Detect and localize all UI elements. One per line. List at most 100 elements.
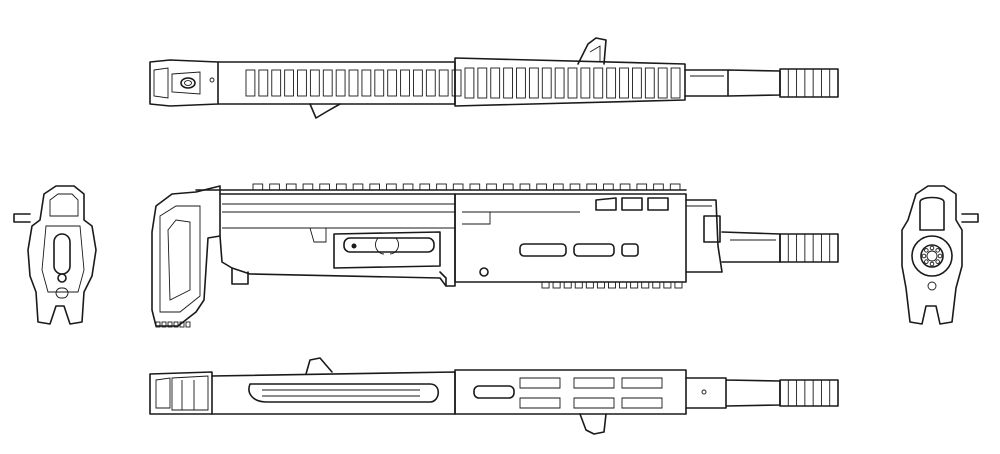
- top-front-sight-detail: [589, 45, 601, 62]
- side-stock-inner: [159, 205, 201, 313]
- rail-tooth: [386, 183, 397, 191]
- muzzle-port: [929, 245, 935, 251]
- rail-slot: [554, 67, 565, 99]
- rail-tooth: [669, 183, 681, 191]
- rail-slot: [309, 69, 320, 97]
- rail-tooth: [553, 183, 564, 191]
- muzzle-port: [937, 253, 943, 259]
- rail-tooth: [285, 183, 297, 191]
- muzzle-port: [921, 253, 927, 259]
- rail-tooth: [469, 183, 481, 191]
- rail-slot: [657, 67, 668, 99]
- bottom-receiver: [211, 371, 456, 415]
- muzzle-body: [779, 68, 839, 98]
- rail-tooth: [519, 183, 531, 191]
- lower-rail-tooth: [563, 281, 572, 289]
- rail-slot: [374, 69, 385, 97]
- lower-rail-tooth: [630, 281, 639, 289]
- rail-slot: [464, 67, 475, 99]
- rail-slot: [580, 67, 591, 99]
- rail-tooth: [502, 183, 514, 191]
- top-stock-button-inner: [184, 80, 192, 86]
- buttplate-tooth: [185, 321, 191, 328]
- handguard-slot: [621, 243, 639, 257]
- muzzle-port: [935, 248, 940, 253]
- side-lower-step: [439, 271, 447, 287]
- lower-rail-tooth: [596, 281, 605, 289]
- rail-tooth: [619, 183, 631, 191]
- rail-slot: [606, 67, 617, 99]
- bottom-handguard: [454, 369, 687, 415]
- lower-rail-tooth: [541, 281, 550, 289]
- rail-slot: [644, 67, 655, 99]
- rail-tooth: [252, 183, 264, 191]
- lower-rail-tooth: [619, 281, 628, 289]
- rail-slot: [387, 69, 398, 97]
- rear-slot: [53, 233, 71, 275]
- top-front-sight: [577, 37, 607, 65]
- top-trigger: [309, 103, 341, 119]
- bottom-mag-well-lines: [262, 389, 420, 397]
- rail-tooth: [319, 183, 330, 191]
- handguard-slot: [573, 243, 615, 257]
- bottom-upper-slots: [519, 377, 663, 389]
- side-handguard: [454, 193, 687, 283]
- rail-tooth: [369, 183, 380, 191]
- rear-outline: [27, 185, 97, 325]
- rail-slot: [490, 67, 501, 99]
- side-handguard-step: [462, 211, 491, 225]
- bottom-stock-ribs: [181, 380, 195, 410]
- bottom-front-sight: [579, 413, 607, 435]
- front-sight-post: [919, 196, 945, 231]
- front-tab: [961, 213, 979, 223]
- lower-rail-tooth: [663, 281, 672, 289]
- rear-slot-small: [55, 287, 69, 299]
- rail-slot: [425, 69, 436, 97]
- top-stock-button: [180, 77, 196, 89]
- rail-tooth: [402, 183, 414, 191]
- side-upper-slots: [595, 197, 669, 211]
- bottom-view: [149, 357, 839, 435]
- bottom-trigger: [305, 357, 333, 375]
- rear-hole: [57, 273, 67, 283]
- front-muzzle-ports: [921, 245, 943, 267]
- rail-tooth: [536, 183, 547, 191]
- rail-slot: [477, 67, 488, 99]
- side-mag-latch: [231, 267, 249, 285]
- top-pin: [209, 77, 215, 83]
- rear-tab: [13, 213, 31, 223]
- front-view: [901, 185, 979, 325]
- rail-slot: [503, 67, 513, 99]
- rail-slot: [593, 67, 604, 99]
- rail-slot: [567, 67, 578, 99]
- rail-slot: [258, 69, 269, 97]
- side-stock-slot: [167, 219, 191, 301]
- rail-slot: [297, 69, 307, 97]
- lower-rail-tooth: [585, 281, 594, 289]
- handguard-slot: [519, 243, 567, 257]
- rear-view: [13, 185, 97, 325]
- top-view: [149, 37, 839, 119]
- rail-slot: [335, 69, 346, 97]
- rail-tooth: [653, 183, 664, 191]
- side-buttplate-teeth: [155, 321, 191, 328]
- bottom-mag-well: [248, 383, 440, 403]
- bottom-barrel-pin: [701, 389, 707, 395]
- lower-rail-tooth: [674, 281, 683, 289]
- rail-tooth: [569, 183, 581, 191]
- rail-slot: [413, 69, 423, 97]
- rail-tooth: [419, 183, 431, 191]
- bottom-grip-slot: [473, 385, 515, 399]
- rail-slot: [632, 67, 642, 99]
- front-muzzle-ring: [920, 244, 944, 268]
- side-top-rail: [252, 183, 681, 191]
- rail-slot: [670, 67, 681, 99]
- top-stock: [149, 59, 219, 107]
- side-view: [151, 183, 839, 328]
- muzzle-port: [924, 248, 929, 253]
- top-stock-detail: [153, 67, 201, 99]
- rail-slot: [284, 69, 294, 97]
- lower-rail-tooth: [652, 281, 661, 289]
